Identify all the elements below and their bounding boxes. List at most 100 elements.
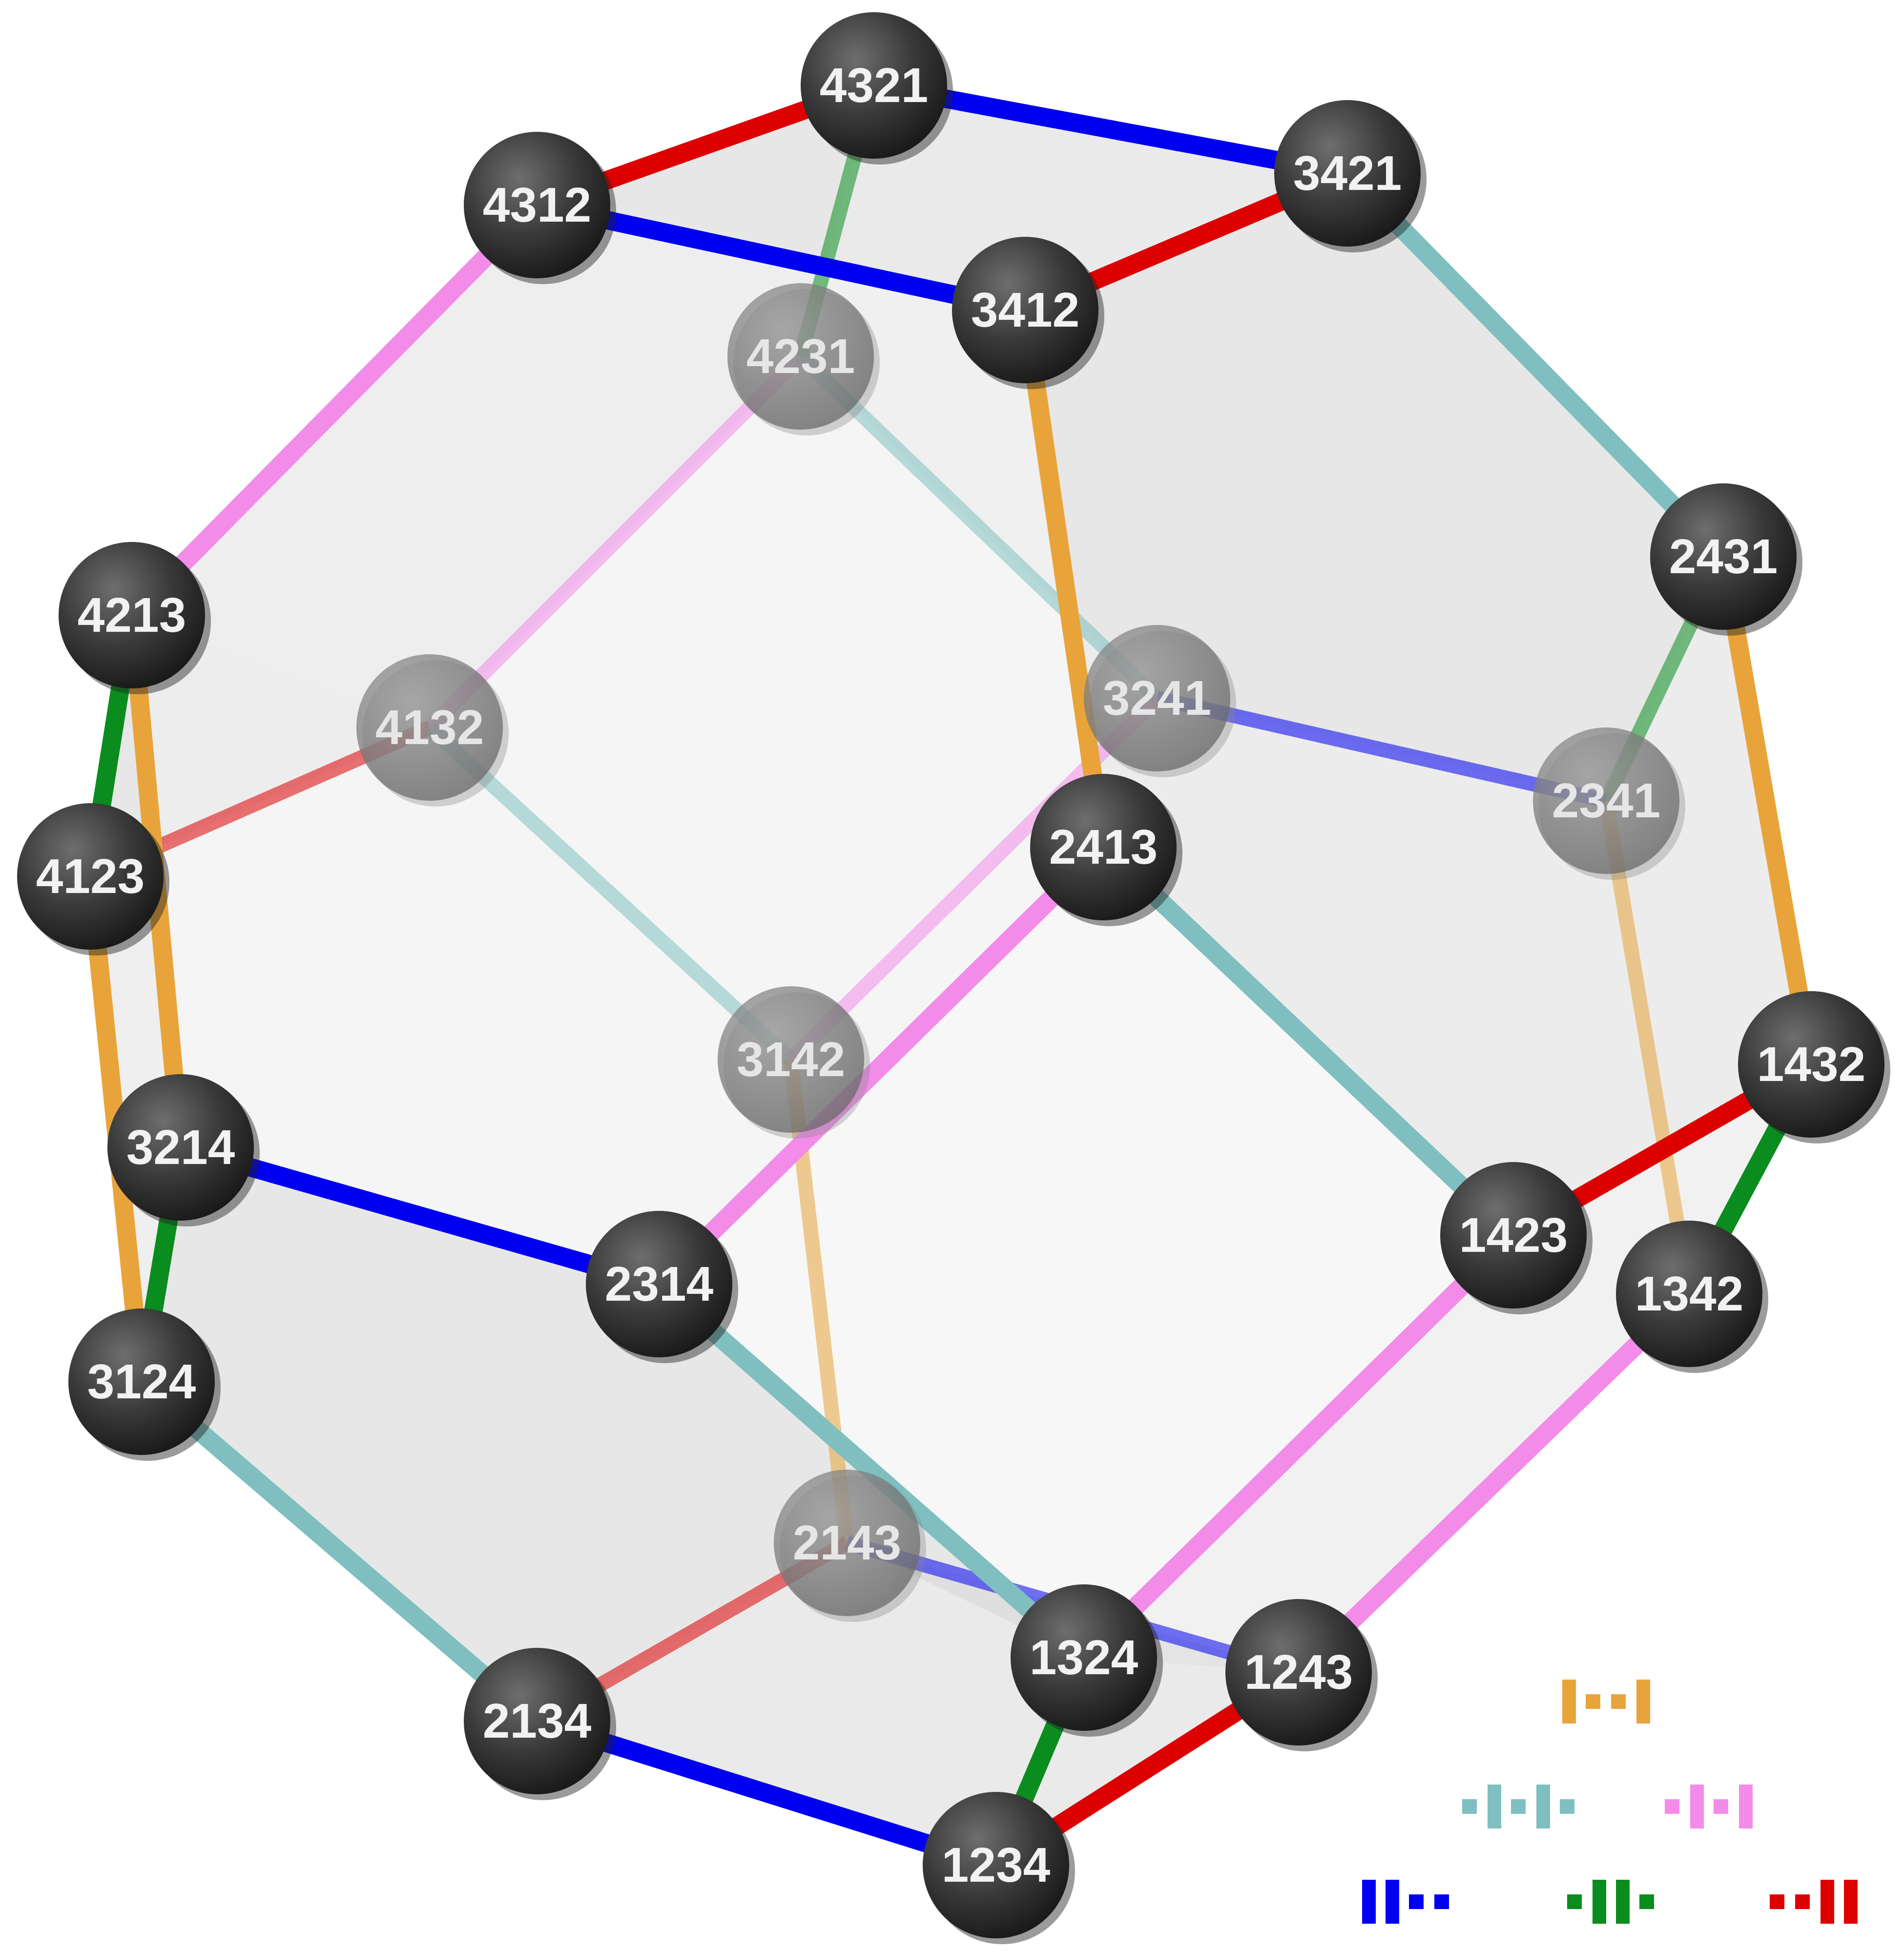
legend-dot — [1611, 1694, 1626, 1709]
edge-pink-4312-4213 — [125, 198, 544, 622]
legend-orange — [1562, 1680, 1650, 1724]
face — [659, 847, 1513, 1658]
node-4231: 4231 — [727, 283, 880, 436]
node-label: 4321 — [820, 58, 928, 113]
node-3241: 3241 — [1084, 625, 1236, 777]
node-4321: 4321 — [801, 12, 953, 165]
node-label: 3124 — [87, 1354, 196, 1409]
node-sphere — [1533, 727, 1679, 874]
node-sphere — [1650, 483, 1797, 630]
node-sphere — [1738, 991, 1884, 1138]
legend-green — [1567, 1880, 1654, 1924]
node-3124: 3124 — [68, 1309, 221, 1461]
legend-bar — [1739, 1785, 1753, 1828]
node-label: 2134 — [483, 1694, 592, 1748]
node-sphere — [107, 1074, 254, 1221]
legend-dot — [1567, 1894, 1582, 1909]
node-label: 4312 — [483, 178, 591, 232]
node-2431: 2431 — [1650, 483, 1802, 636]
node-sphere — [586, 1211, 732, 1357]
node-4132: 4132 — [356, 654, 509, 807]
legend-bar — [1488, 1785, 1501, 1828]
node-sphere — [59, 542, 205, 688]
edge-teal-2413-1423 — [1097, 840, 1520, 1242]
node-2143: 2143 — [774, 1470, 926, 1622]
node-label: 2413 — [1049, 820, 1158, 874]
legend-dot — [1511, 1799, 1526, 1814]
legend-bar — [1536, 1785, 1550, 1828]
node-label: 3412 — [971, 283, 1079, 337]
node-4123: 4123 — [17, 803, 169, 956]
node-label: 1423 — [1459, 1208, 1568, 1263]
legend-bar — [1844, 1880, 1858, 1924]
node-1342: 1342 — [1616, 1221, 1768, 1373]
node-sphere — [464, 1648, 610, 1794]
node-label: 1432 — [1757, 1037, 1865, 1092]
edge-pink-1342-1243 — [1292, 1287, 1696, 1679]
node-4213: 4213 — [59, 542, 211, 694]
legend-dot — [1665, 1799, 1679, 1814]
face — [1084, 1064, 1811, 1672]
legend-dot — [1586, 1694, 1600, 1709]
node-label: 3142 — [737, 1032, 845, 1087]
node-label: 2314 — [605, 1257, 714, 1311]
node-sphere — [718, 986, 864, 1133]
node-sphere — [1011, 1584, 1157, 1731]
edge-blue-4321-3421 — [872, 76, 1349, 183]
node-sphere — [1274, 100, 1421, 247]
edge-blue-4312-3412 — [535, 196, 1027, 319]
faces-layer — [90, 85, 1811, 1865]
edge-pink-1423-1324 — [1077, 1228, 1520, 1664]
node-label: 4231 — [746, 329, 855, 384]
node-label: 2143 — [793, 1516, 901, 1570]
node-sphere — [356, 654, 503, 801]
node-sphere — [1225, 1599, 1372, 1745]
node-2341: 2341 — [1533, 727, 1685, 880]
legend-bar — [1616, 1880, 1630, 1924]
node-label: 1342 — [1635, 1267, 1743, 1321]
node-4312: 4312 — [464, 132, 616, 284]
node-sphere — [774, 1470, 920, 1616]
node-1324: 1324 — [1011, 1584, 1163, 1737]
node-label: 2341 — [1552, 773, 1660, 828]
node-label: 4132 — [375, 700, 484, 755]
edge-teal-2314-1324 — [653, 1277, 1090, 1665]
edge-orange-2341-1342 — [1599, 799, 1697, 1295]
legend-dot — [1639, 1894, 1654, 1909]
node-label: 3241 — [1103, 671, 1211, 726]
edge-orange-3412-2413 — [1016, 309, 1113, 849]
node-3412: 3412 — [952, 237, 1104, 389]
legend-dot — [1560, 1799, 1574, 1814]
edge-pink-2413-2314 — [652, 840, 1110, 1291]
node-sphere — [801, 12, 947, 159]
node-2134: 2134 — [464, 1648, 616, 1800]
legend-bar — [1593, 1880, 1606, 1924]
node-sphere — [68, 1309, 215, 1455]
legend-dot — [1462, 1799, 1477, 1814]
edge-teal-4231-3241 — [795, 351, 1162, 704]
node-sphere — [1030, 774, 1177, 920]
legend-bar — [1362, 1880, 1376, 1924]
node-1423: 1423 — [1440, 1162, 1593, 1314]
node-label: 1243 — [1244, 1645, 1353, 1700]
node-3421: 3421 — [1274, 100, 1427, 252]
node-sphere — [727, 283, 874, 430]
node-label: 4123 — [36, 849, 145, 904]
legend — [1362, 1680, 1858, 1924]
legend-blue — [1362, 1880, 1449, 1924]
face — [132, 205, 1103, 1284]
legend-pink — [1665, 1785, 1753, 1828]
node-sphere — [17, 803, 164, 950]
node-sphere — [952, 237, 1098, 383]
legend-dot — [1795, 1894, 1810, 1909]
node-3142: 3142 — [718, 986, 870, 1139]
node-label: 3214 — [126, 1120, 235, 1175]
node-label: 1234 — [942, 1838, 1051, 1892]
node-sphere — [1084, 625, 1230, 771]
node-3214: 3214 — [107, 1074, 260, 1226]
node-label: 1324 — [1030, 1630, 1138, 1685]
node-label: 2431 — [1669, 529, 1778, 584]
node-sphere — [923, 1792, 1069, 1938]
node-label: 4213 — [78, 588, 186, 643]
